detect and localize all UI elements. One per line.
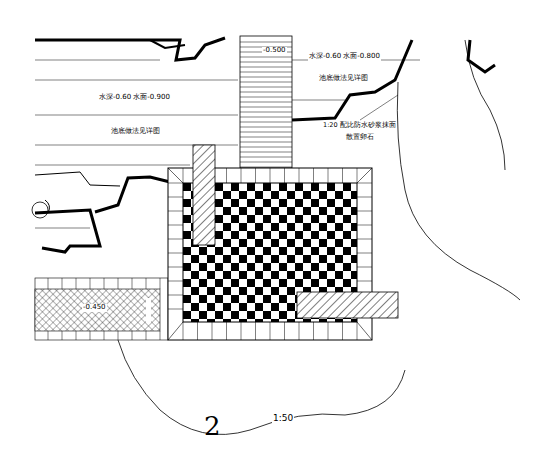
hatch-stroke [146,331,147,340]
hatch-stroke [240,137,292,138]
plan-note: 池底做法见详图 [110,128,161,135]
hatch-stroke [357,239,372,240]
hatch-stroke [240,147,292,148]
hatch-stroke [357,168,358,183]
hatch-stroke [357,267,372,268]
hatch-stroke [240,97,292,98]
hatch-stroke [183,322,184,340]
hatch-stroke [240,152,292,153]
hatch-stroke [342,322,343,340]
hatch-stroke [240,82,292,83]
hatch-stroke [357,183,372,184]
hatch-stroke [357,253,372,254]
hatch-stroke [146,278,147,289]
hatch-stroke [197,322,198,340]
hatch-stroke [313,168,314,183]
hatch-stroke [328,322,329,340]
hatch-stroke [357,197,372,198]
plan-note: -0.450 [82,304,107,312]
hatch-stroke [240,122,292,123]
hatch-stroke [240,127,292,128]
hatch-stroke [168,309,183,310]
hatch-stroke [90,331,91,340]
hatch-stroke [299,322,300,340]
hatch-stroke [168,281,183,282]
hatch-stroke [357,225,372,226]
hatch-stroke [160,278,161,289]
hatch-stroke [270,168,271,183]
hatch-stroke [299,168,300,183]
hatch-stroke [240,77,292,78]
hatch-stroke [168,197,183,198]
hatch-stroke [240,132,292,133]
plan-note: 水深-0.60 水面-0.800 [308,53,381,61]
hatch-stroke [240,42,292,43]
hatch-stroke [240,117,292,118]
hatch-stroke [104,331,105,340]
hatch-stroke [240,92,292,93]
hatch-stroke [48,331,49,340]
hatch-stroke [62,278,63,289]
hatch-stroke [76,331,77,340]
plan-note: 水深-0.60 水面-0.900 [98,94,171,102]
hatch-stroke [104,278,105,289]
hatch-stroke [240,72,292,73]
hatch-stroke [226,168,227,183]
hatch-stroke [240,112,292,113]
hatch-stroke [240,107,292,108]
hatch-stroke [240,142,292,143]
hatch-stroke [226,322,227,340]
hatch-stroke [240,167,292,168]
hatch-stroke [90,278,91,289]
hatch-stroke [255,322,256,340]
plan-note: -0.500 [262,47,287,55]
hatch-stroke [270,322,271,340]
hatch-stroke [118,278,119,289]
hatch-stroke [168,211,183,212]
hatch-stroke [48,278,49,289]
hatch-stroke [76,278,77,289]
scale-note: 1:50 [272,414,294,424]
plan-note: 散置卵石 [345,134,375,141]
hatch-stroke [241,168,242,183]
hatch-stroke [313,322,314,340]
hatch-stroke [284,168,285,183]
hatch-stroke [357,281,372,282]
hatch-stroke [183,168,184,183]
hatch-stroke [284,322,285,340]
hatch-stroke [168,239,183,240]
plan-note: 池底做法见详图 [318,75,369,82]
hatch-stroke [241,322,242,340]
hatch-stroke [160,331,161,340]
hatch-stroke [168,267,183,268]
hatch-stroke [240,102,292,103]
hatch-stroke [328,168,329,183]
hatch-stroke [132,278,133,289]
hatch-stroke [168,225,183,226]
hatch-stroke [168,253,183,254]
plan-note: 1:20 配比防水砂浆抹面 [322,122,397,129]
hatch-stroke [240,87,292,88]
hatch-stroke [357,211,372,212]
hatch-stroke [62,331,63,340]
hatch-stroke [118,331,119,340]
hatch-stroke [342,168,343,183]
hatch-stroke [357,322,358,340]
hatch-stroke [240,157,292,158]
hatch-stroke [240,67,292,68]
hatch-stroke [168,183,183,184]
callout-number: 2 [203,412,222,441]
hatch-stroke [240,62,292,63]
hatch-stroke [240,162,292,163]
hatch-stroke [240,57,292,58]
hatch-stroke [168,295,183,296]
hatch-stroke [132,331,133,340]
hatch-stroke [255,168,256,183]
hatch-stroke [212,322,213,340]
